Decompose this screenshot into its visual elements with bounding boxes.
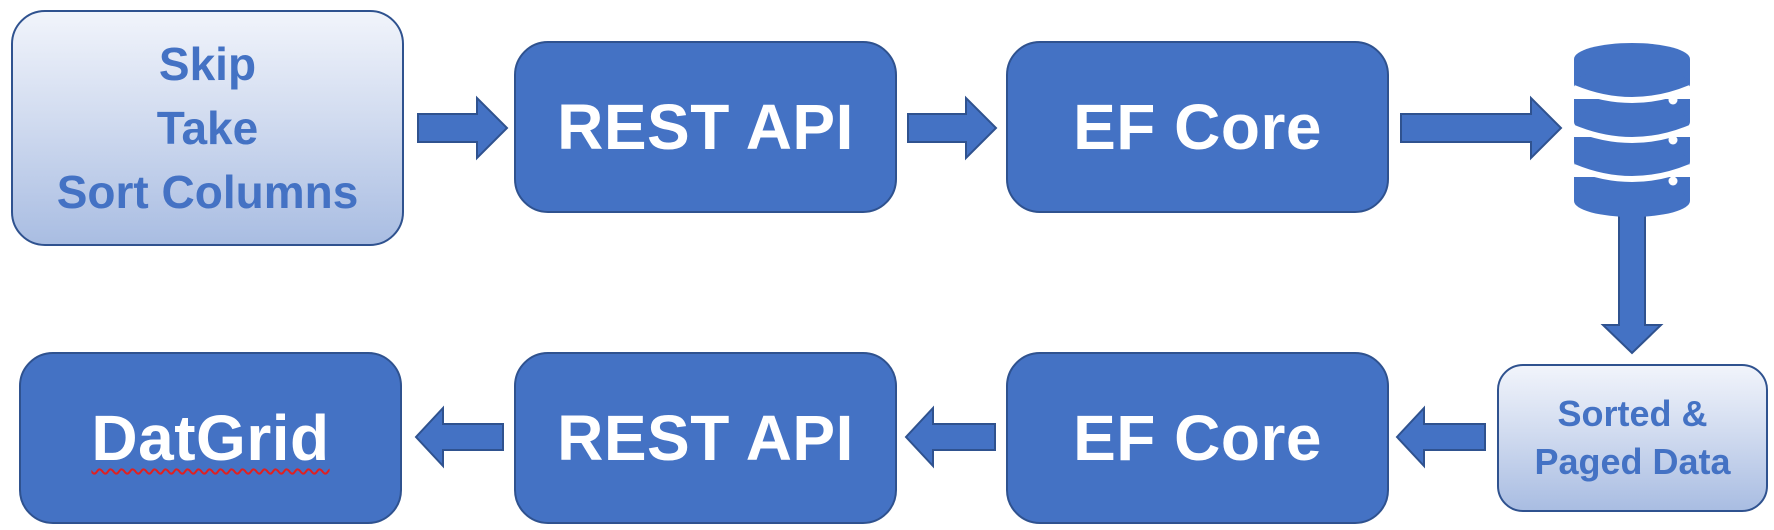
param-sort-columns: Sort Columns: [56, 166, 359, 218]
result-line-1: Sorted &: [1557, 393, 1708, 434]
arrow-left-1: [1395, 405, 1486, 469]
top-rest-api-box: REST API: [514, 41, 897, 213]
param-take: Take: [156, 102, 259, 154]
bottom-ef-core-label: EF Core: [1073, 402, 1322, 474]
database-icon: [1572, 43, 1692, 217]
result-data-box: Sorted & Paged Data: [1497, 364, 1768, 512]
param-skip: Skip: [158, 38, 257, 90]
arrow-left-3: [414, 405, 504, 469]
result-line-2: Paged Data: [1534, 441, 1731, 482]
arrow-right-1: [417, 95, 509, 161]
datagrid-label: DatGrid: [91, 402, 330, 474]
arrow-down: [1600, 212, 1664, 355]
request-parameters-box: Skip Take Sort Columns: [11, 10, 404, 246]
bottom-rest-api-label: REST API: [557, 402, 854, 474]
arrow-left-2: [904, 405, 996, 469]
arrow-right-3: [1400, 95, 1563, 161]
bottom-ef-core-box: EF Core: [1006, 352, 1389, 524]
arrow-right-2: [907, 95, 998, 161]
top-ef-core-label: EF Core: [1073, 91, 1322, 163]
top-ef-core-box: EF Core: [1006, 41, 1389, 213]
bottom-rest-api-box: REST API: [514, 352, 897, 524]
datagrid-box: DatGrid: [19, 352, 402, 524]
top-rest-api-label: REST API: [557, 91, 854, 163]
